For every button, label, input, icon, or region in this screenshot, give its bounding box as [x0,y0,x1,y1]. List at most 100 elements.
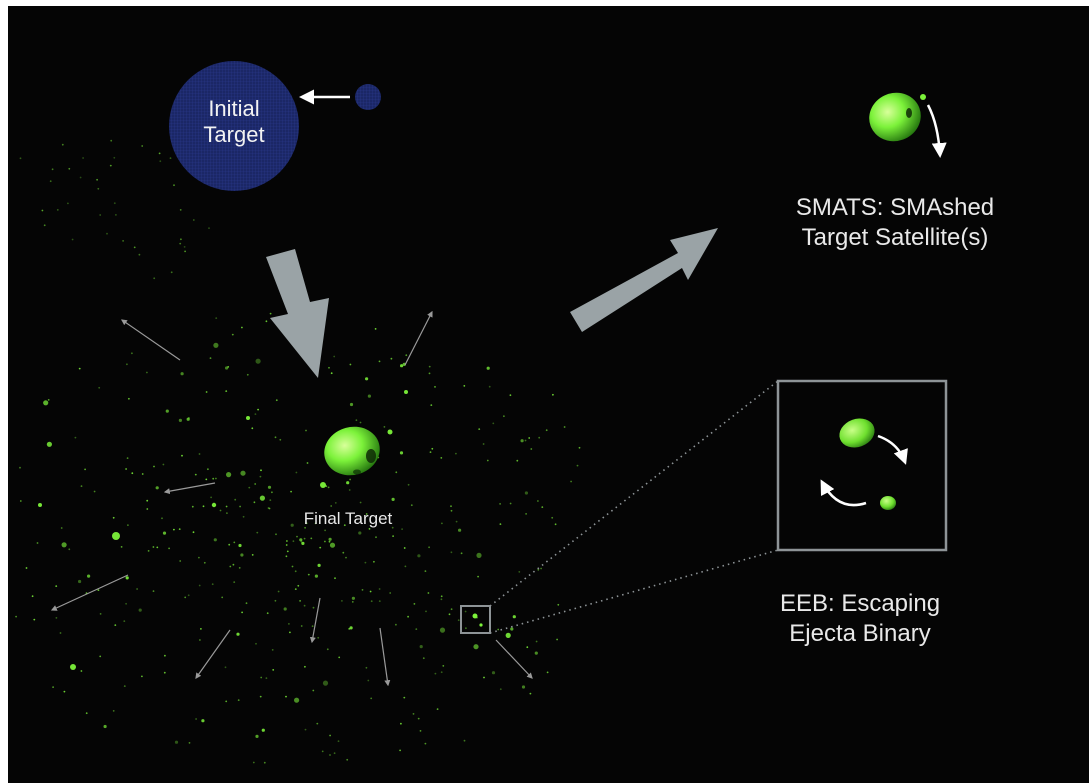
debris-particle [428,365,431,368]
smats-primary-body [869,92,921,142]
debris-particle [241,611,244,614]
debris-particle [400,364,404,368]
debris-particle [85,712,88,715]
debris-particle [349,363,352,366]
debris-particle [295,471,298,474]
debris-particle [213,538,217,542]
debris-particle [267,485,272,489]
debris-trajectory-arrows [50,310,533,687]
debris-particle [378,600,381,602]
debris-particle [152,590,155,592]
debris-particle [153,277,156,280]
debris-particle [410,504,413,507]
debris-particle [304,728,307,731]
debris-particle [254,413,257,415]
debris-particle [482,443,485,445]
debris-particle [226,472,232,478]
debris-particle [212,477,215,480]
debris-arrow [309,597,321,644]
debris-particle [505,632,511,639]
debris-particle [422,657,425,660]
debris-particle [322,680,329,686]
debris-particle [351,596,355,600]
debris-particle [164,654,166,657]
debris-particle [252,761,255,764]
debris-particle [109,164,112,167]
debris-particle [68,167,71,170]
debris-particle [25,567,28,569]
debris-particle [464,610,467,613]
debris-particle [179,242,182,245]
debris-particle [125,576,129,580]
debris-particle [292,540,295,543]
debris-particle [518,571,521,573]
debris-particle [554,523,557,526]
debris-particle [211,502,217,508]
debris-particle [304,665,306,668]
debris-particle [328,537,332,541]
debris-particle [179,209,182,211]
debris-particle [114,624,117,626]
debris-particle [256,531,259,534]
collapse-arrow [266,249,329,378]
debris-particle [524,491,529,495]
debris-particle [512,615,516,619]
debris-particle [202,505,205,508]
debris-particle [238,567,241,569]
debris-particle [450,505,452,508]
debris-particle [237,699,240,701]
debris-particle [516,459,519,462]
debris-particle [334,502,337,504]
debris-particle [213,342,219,348]
debris-particle [537,500,539,502]
debris-particle [87,574,91,578]
debris-particle [324,540,326,543]
debris-particle [342,551,345,554]
debris-particle [367,679,370,682]
debris-particle [205,478,208,481]
debris-particle [275,399,278,402]
debris-particle [455,520,458,523]
debris-particle [198,584,201,587]
debris-particle [215,477,217,480]
debris-particle [184,250,187,253]
debris-particle [478,428,481,430]
debris-particle [99,214,102,216]
debris-particle [174,740,179,744]
debris-particle [56,209,59,211]
smats-label-line2: Target Satellite(s) [801,224,989,251]
debris-particle [387,429,393,435]
debris-particle [192,531,195,534]
debris-particle [259,475,262,478]
debris-particle [509,394,512,397]
debris-particle [389,592,392,594]
debris-particle [303,604,306,607]
smats-orbit-arrow [926,104,947,158]
debris-particle [534,651,538,655]
debris-particle [52,686,54,688]
debris-particle [378,360,381,363]
debris-particle [450,509,453,512]
debris-particle [268,507,271,510]
debris-particle [290,523,294,527]
final-target-body [324,426,380,476]
debris-particle [359,421,362,424]
debris-particle [126,457,129,459]
debris-particle [241,326,243,329]
debris-particle [255,642,257,645]
debris-particle [178,418,182,422]
debris-particle [530,448,533,450]
debris-particle [246,373,249,376]
debris-particle [162,463,165,466]
debris-particle [294,588,297,590]
debris-particle [259,495,265,501]
debris-particle [428,372,431,375]
debris-particle [349,626,353,630]
debris-particle [403,547,406,549]
debris-particle [374,328,377,330]
debris-particle [365,666,368,669]
debris-particle [229,565,232,568]
eeb-label-line2: Ejecta Binary [789,620,931,647]
debris-particle [552,393,554,396]
eeb-source-secondary [479,623,483,627]
